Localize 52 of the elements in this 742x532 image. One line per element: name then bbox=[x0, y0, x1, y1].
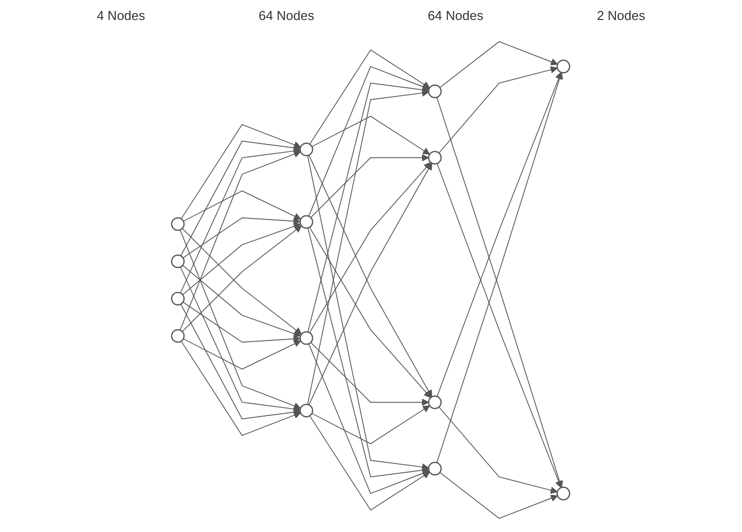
arrow bbox=[180, 147, 301, 294]
column-label: 4 Nodes bbox=[96, 8, 146, 25]
arrow bbox=[310, 162, 432, 334]
arrow bbox=[183, 190, 302, 222]
node-circle bbox=[428, 150, 442, 165]
node-circle bbox=[300, 142, 314, 156]
arrow bbox=[438, 406, 558, 494]
node-circle bbox=[300, 331, 314, 345]
node-circle bbox=[171, 217, 186, 231]
arrow bbox=[181, 340, 302, 436]
arrow bbox=[440, 472, 558, 519]
arrow bbox=[182, 217, 301, 258]
column-label: 64 Nodes bbox=[428, 8, 484, 25]
arrow bbox=[308, 89, 430, 405]
arrow bbox=[180, 229, 302, 410]
arrow bbox=[183, 338, 302, 370]
arrow bbox=[308, 66, 430, 217]
arrow bbox=[181, 124, 302, 220]
arrow bbox=[437, 163, 562, 488]
node-circle bbox=[300, 404, 314, 418]
column-label: 64 Nodes bbox=[258, 8, 314, 25]
arrow bbox=[312, 116, 430, 155]
node-circle bbox=[556, 486, 571, 500]
node-circle bbox=[428, 395, 442, 410]
node-circle bbox=[428, 462, 442, 476]
node-circle bbox=[171, 254, 186, 268]
node-circle bbox=[300, 215, 314, 229]
node-circle bbox=[171, 292, 186, 306]
arrow bbox=[308, 82, 430, 332]
arrow bbox=[438, 66, 558, 154]
arrow bbox=[308, 155, 430, 471]
arrow bbox=[182, 302, 301, 343]
arrow bbox=[310, 49, 430, 145]
arrow bbox=[308, 343, 430, 494]
arrow bbox=[180, 150, 302, 331]
arrow bbox=[310, 415, 430, 511]
arrow bbox=[180, 140, 301, 256]
column-label: 2 Nodes bbox=[596, 8, 646, 25]
arrow bbox=[308, 228, 430, 478]
arrow bbox=[182, 264, 302, 338]
arrow bbox=[310, 226, 432, 398]
arrow bbox=[312, 405, 430, 444]
arrow bbox=[437, 72, 562, 397]
node-circle bbox=[428, 84, 442, 98]
node-circle bbox=[171, 329, 186, 343]
node-circle bbox=[556, 60, 571, 74]
arrow bbox=[180, 304, 301, 420]
arrow bbox=[310, 154, 430, 218]
arrow bbox=[180, 266, 301, 413]
arrow bbox=[182, 222, 302, 296]
arrow bbox=[440, 41, 558, 88]
arrow bbox=[310, 342, 430, 406]
